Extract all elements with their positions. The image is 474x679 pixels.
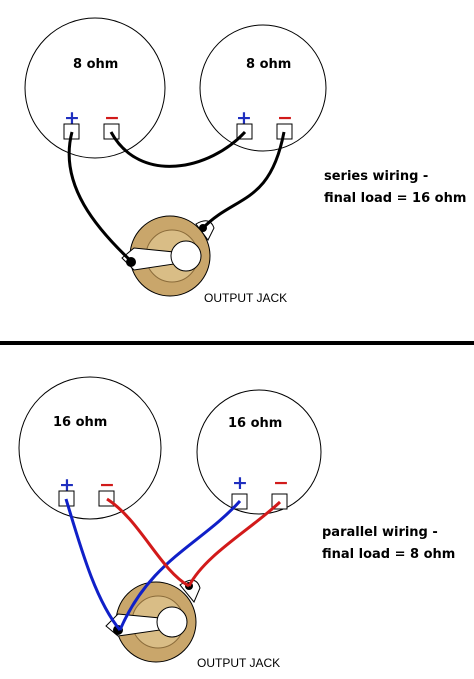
series-note-line1: series wiring - <box>324 169 428 184</box>
speaker-label: 8 ohm <box>73 57 118 72</box>
jack-label: OUTPUT JACK <box>197 656 280 670</box>
series-section: 8 ohm + − 8 ohm + − OUTPUT JACK <box>24 17 466 305</box>
speaker-label: 16 ohm <box>228 416 282 431</box>
speaker-circle-icon <box>24 17 166 159</box>
jack-label: OUTPUT JACK <box>204 291 287 305</box>
wire-black-plus-to-jack <box>67 131 134 264</box>
terminal-icon <box>276 123 293 140</box>
parallel-note-line2: final load = 8 ohm <box>322 547 455 562</box>
wire-red-left-minus <box>106 497 190 588</box>
series-note-line2: final load = 16 ohm <box>324 191 466 206</box>
series-speaker-left: 8 ohm + − <box>24 17 166 159</box>
wire-red-right-minus <box>187 500 282 587</box>
output-jack-icon <box>121 215 215 297</box>
speaker-circle-icon <box>199 24 327 152</box>
series-speaker-right: 8 ohm + − <box>199 24 327 152</box>
speaker-label: 16 ohm <box>53 415 107 430</box>
parallel-speaker-left: 16 ohm + − <box>18 376 162 520</box>
output-jack-icon <box>105 579 201 663</box>
wire-blue-right-plus <box>118 499 242 631</box>
parallel-note-line1: parallel wiring - <box>322 525 438 540</box>
wire-blue-left-plus <box>64 498 122 631</box>
section-divider <box>0 341 474 345</box>
plus-sign: + <box>232 472 248 494</box>
parallel-speaker-right: 16 ohm + − <box>196 389 322 515</box>
speaker-circle-icon <box>18 376 162 520</box>
speaker-label: 8 ohm <box>246 57 291 72</box>
wire-black-series-link <box>109 130 247 168</box>
speaker-circle-icon <box>196 389 322 515</box>
terminal-icon <box>58 490 75 507</box>
wire-black-minus-to-jack <box>201 131 286 230</box>
parallel-section: 16 ohm + − 16 ohm + − OUTPUT JACK <box>18 376 455 670</box>
terminal-icon <box>103 123 120 140</box>
minus-sign: − <box>273 472 289 494</box>
